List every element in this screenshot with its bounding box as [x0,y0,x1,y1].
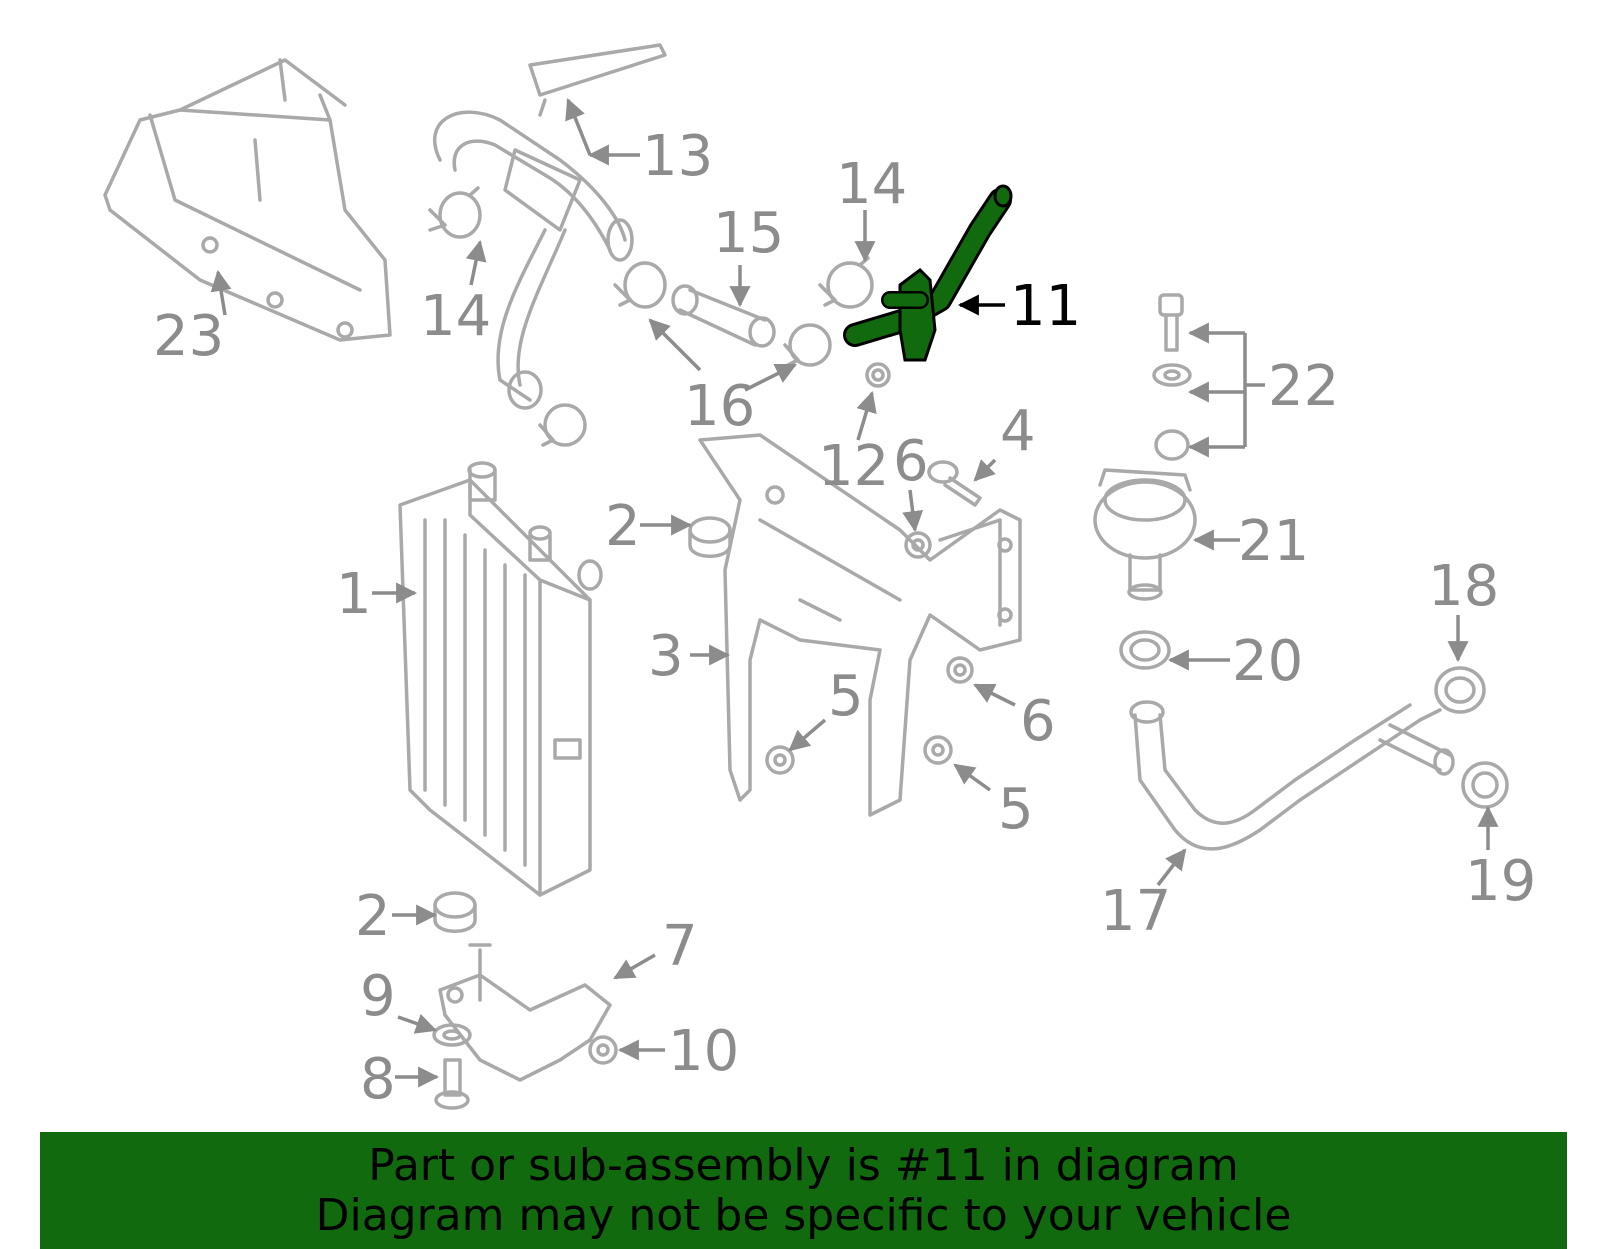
part-10-nut [588,1035,618,1065]
info-banner: Part or sub-assembly is #11 in diagram D… [40,1132,1567,1249]
label-7: 7 [662,914,698,979]
label-12: 12 [818,434,889,499]
part-2-grommet-upper [688,516,732,558]
part-14-clip-right [818,256,874,309]
label-18: 18 [1428,554,1499,619]
label-6-upper: 6 [893,429,929,494]
part-8-bolt [434,1058,470,1110]
label-22: 22 [1268,354,1339,419]
part-4-bolt [927,460,982,507]
part-14-clip-left [428,186,482,239]
label-21: 21 [1238,509,1309,574]
label-20: 20 [1232,629,1303,694]
part-18-clip [1434,666,1486,714]
part-3-bracket [698,433,1022,817]
part-23-air-duct [103,58,392,342]
label-23: 23 [153,304,224,369]
part-19-clip [1461,761,1509,809]
label-15: 15 [713,201,784,266]
part-11-coolant-pipe-highlighted [843,184,1013,362]
parts-diagram: 23 13 14 14 15 16 11 12 22 6 4 21 2 1 3 … [103,43,1536,1112]
part-16-clip-a [613,261,667,309]
part-5-nut-right [923,735,953,765]
part-22-fasteners [1152,293,1192,461]
label-19: 19 [1465,849,1536,914]
label-16: 16 [684,374,755,439]
part-6-nut-lower [946,656,974,684]
label-2-upper: 2 [605,494,641,559]
part-16-clip-b [783,323,832,367]
part-17-hose [1129,700,1455,851]
label-13: 13 [642,124,713,189]
part-clip-lower-left [538,403,587,447]
part-20-clip [1119,630,1171,670]
part-2-grommet-lower [433,891,477,933]
label-9: 9 [360,964,396,1029]
label-5-left: 5 [828,664,864,729]
label-6-lower: 6 [1020,689,1056,754]
part-9-washer [432,1023,472,1047]
label-3: 3 [648,624,684,689]
part-12-nut [865,362,891,388]
label-4: 4 [1000,399,1036,464]
part-15-hose [671,284,776,348]
label-8: 8 [360,1047,396,1112]
label-5-right: 5 [998,777,1034,842]
label-14-right: 14 [836,152,907,217]
label-1: 1 [336,562,372,627]
banner-line-2: Diagram may not be specific to your vehi… [315,1189,1292,1241]
part-21-water-pump [1093,468,1197,601]
part-1-intercooler [398,461,603,897]
callout-arrows [210,98,1499,1088]
label-2-lower: 2 [355,884,391,949]
part-7-bracket [438,943,612,1082]
label-17: 17 [1100,879,1171,944]
part-5-nut-left [765,745,795,775]
label-10: 10 [668,1019,739,1084]
label-14-left: 14 [420,284,491,349]
label-11-highlighted: 11 [1010,274,1081,339]
part-13-hose [432,43,667,410]
banner-line-1: Part or sub-assembly is #11 in diagram [368,1139,1239,1191]
part-6-nut-upper [904,531,932,559]
